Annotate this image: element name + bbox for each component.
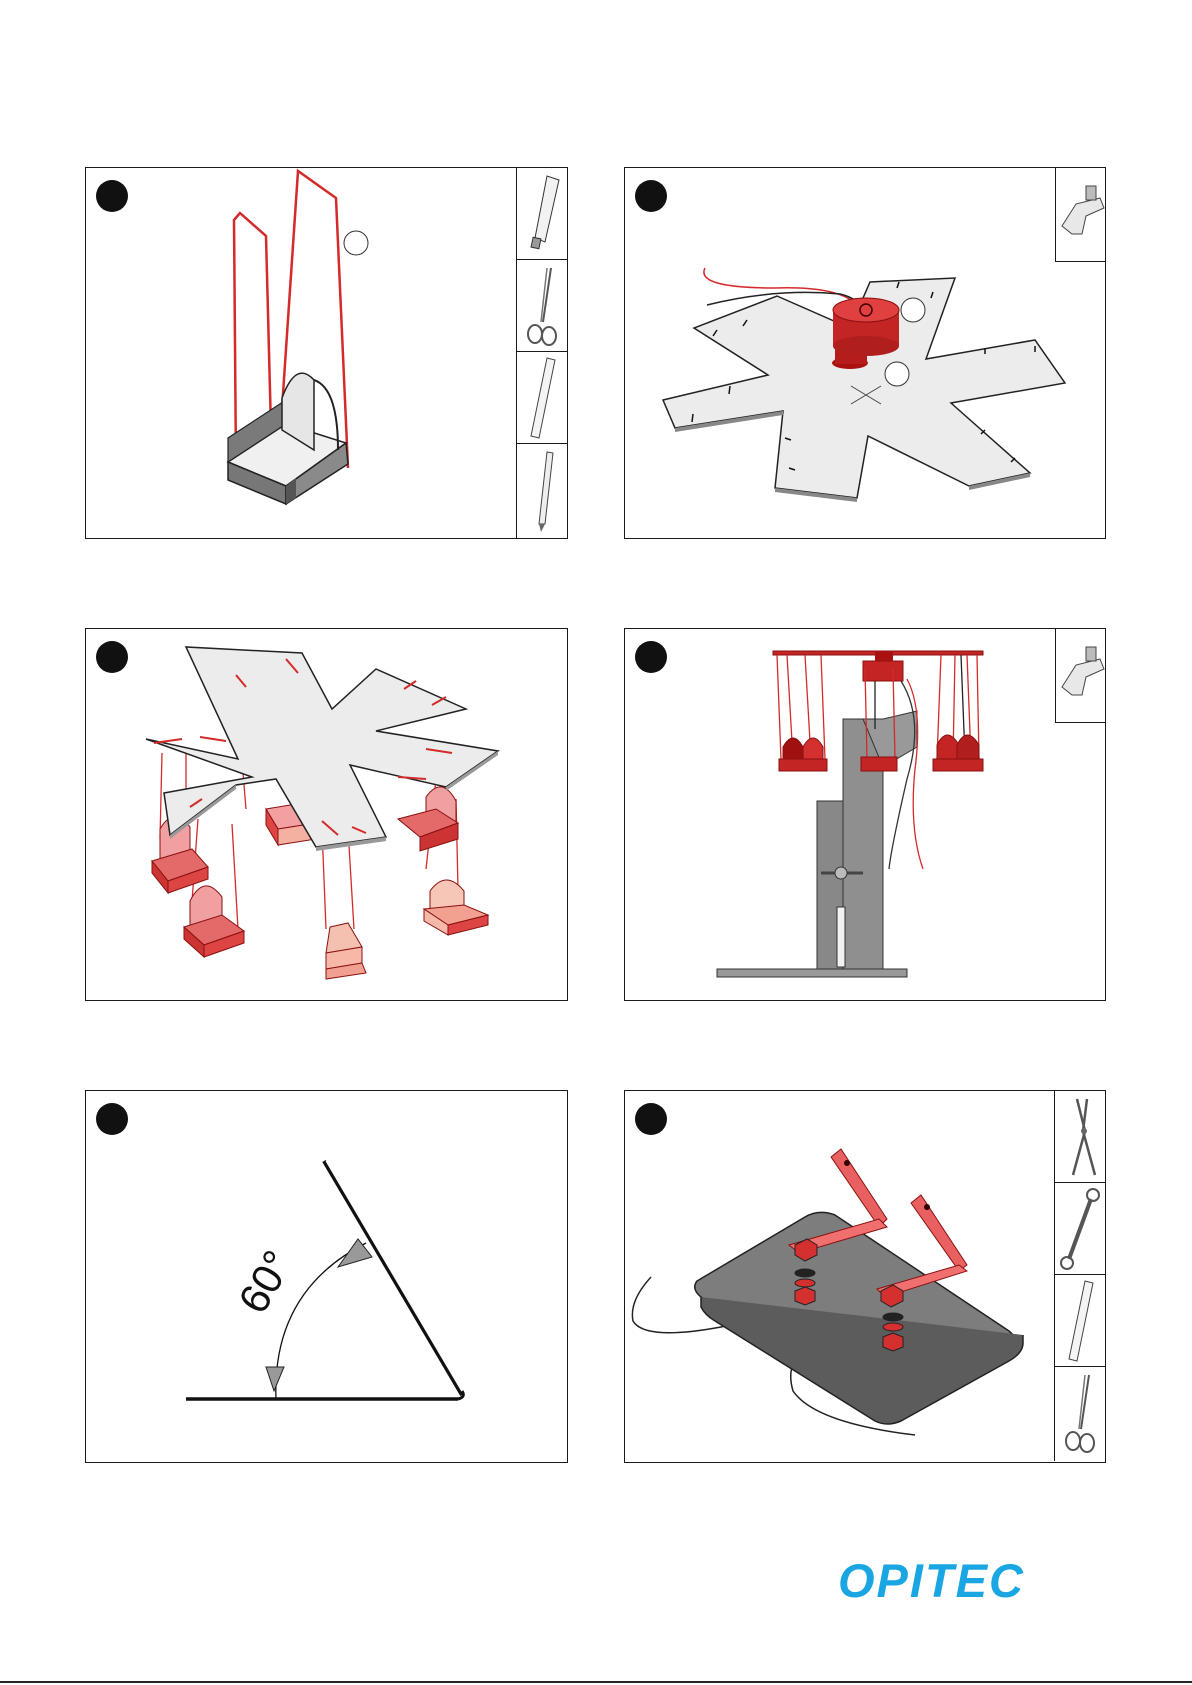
ruler-icon <box>1055 1275 1105 1367</box>
glue-tube-icon <box>517 168 567 260</box>
carousel-with-gondolas-illustration <box>86 629 568 1001</box>
pliers-icon <box>1055 1091 1105 1183</box>
gondola <box>398 787 458 851</box>
footer-divider <box>0 1681 1192 1683</box>
gondola <box>326 923 366 979</box>
wrench-icon <box>1055 1183 1105 1275</box>
gondola <box>424 880 488 935</box>
gondola-assembly-illustration <box>86 168 516 538</box>
carousel-side-view-illustration <box>625 629 1106 1001</box>
step-panel-6 <box>624 1090 1106 1463</box>
pencil-icon <box>517 444 567 536</box>
hot-glue-gun-icon <box>1055 168 1105 262</box>
step-panel-4 <box>624 628 1106 1001</box>
step-panel-1 <box>85 167 568 539</box>
step-panel-2 <box>624 167 1106 539</box>
ruler-icon <box>517 352 567 444</box>
gondola <box>184 886 244 957</box>
tool-column <box>1054 1091 1105 1461</box>
base-plate-motor-mount-illustration <box>625 1091 1057 1463</box>
scissors-icon <box>1055 1367 1105 1459</box>
step-panel-5: 60° <box>85 1090 568 1463</box>
star-platform-motor-illustration <box>625 168 1106 538</box>
scissors-icon <box>517 260 567 352</box>
brand-logo-text: OPITEC <box>838 1552 1025 1610</box>
brand-logo: OPITEC <box>838 1556 1078 1606</box>
tool-column <box>516 168 567 538</box>
hot-glue-gun-icon <box>1055 629 1105 723</box>
step-panel-3 <box>85 628 568 1001</box>
angle-diagram <box>86 1091 568 1463</box>
